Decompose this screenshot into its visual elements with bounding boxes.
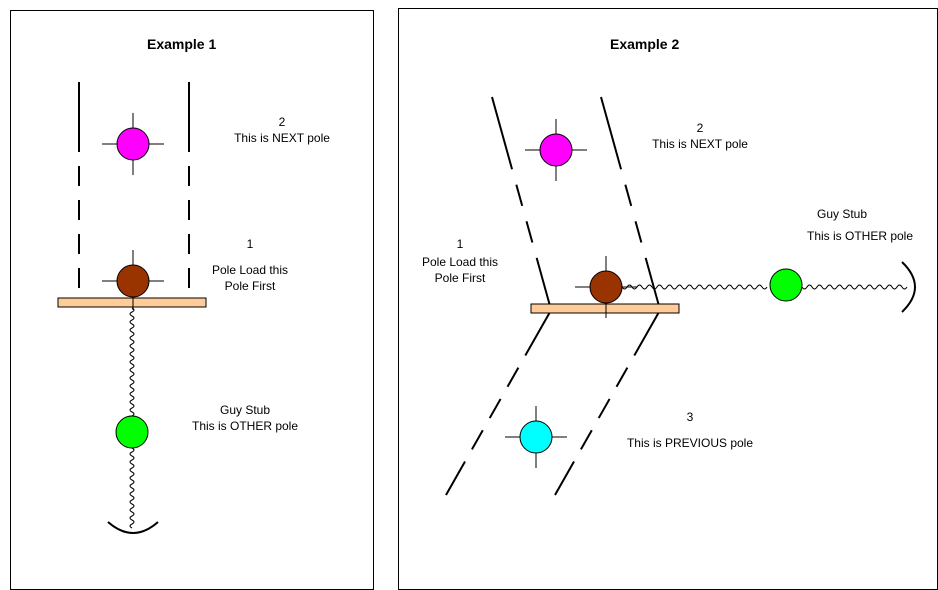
ex1-crossarm	[57, 297, 207, 308]
ex1-other-pole	[115, 415, 149, 449]
ex2-anchor-arc	[901, 261, 916, 313]
ex2-first-pole	[575, 256, 637, 318]
ex2-previous-pole-text: This is PREVIOUS pole	[626, 436, 754, 450]
ex1-next-pole-number: 2	[278, 115, 286, 129]
ex1-other-pole-line1: Guy Stub	[219, 403, 271, 417]
ex2-next-pole	[525, 119, 587, 181]
ex2-previous-pole-number: 3	[686, 410, 694, 424]
ex2-previous-pole	[505, 406, 567, 468]
ex2-other-pole	[769, 268, 803, 302]
ex2-title: Example 2	[610, 36, 680, 52]
ex1-other-pole-line2: This is OTHER pole	[191, 419, 299, 433]
ex1-first-pole-line2: Pole First	[224, 279, 276, 293]
ex2-guy-spring-left	[621, 284, 768, 290]
example-2-panel	[398, 8, 938, 590]
ex1-first-pole-number: 1	[246, 237, 254, 251]
ex1-first-pole	[102, 250, 164, 310]
ex2-next-pole-number: 2	[696, 121, 704, 135]
ex1-next-pole-text: This is NEXT pole	[234, 131, 330, 145]
ex1-next-pole-label: 2 This is NEXT pole	[212, 114, 352, 146]
ex1-guy-spring-upper	[129, 307, 135, 417]
ex2-span-lines	[445, 96, 660, 496]
ex2-first-pole-line2: Pole First	[434, 271, 486, 285]
ex1-first-pole-label: 1 Pole Load this Pole First	[195, 236, 305, 294]
ex2-first-pole-line1: Pole Load this	[421, 255, 499, 269]
ex1-guy-spring-lower	[129, 447, 135, 529]
ex1-next-pole	[102, 113, 164, 175]
ex2-guy-spring-right	[801, 284, 908, 290]
ex2-other-pole-line1: Guy Stub	[816, 207, 868, 221]
ex2-previous-pole-label: 3 This is PREVIOUS pole	[610, 409, 770, 451]
ex1-span-lines	[78, 82, 190, 288]
ex2-next-pole-label: 2 This is NEXT pole	[630, 120, 770, 152]
ex2-other-pole-line2: This is OTHER pole	[806, 229, 914, 243]
ex2-first-pole-number: 1	[456, 237, 464, 251]
ex1-other-pole-label: Guy Stub This is OTHER pole	[180, 402, 310, 434]
ex1-first-pole-line1: Pole Load this	[211, 263, 289, 277]
ex1-title: Example 1	[147, 36, 217, 52]
ex1-anchor-arc	[107, 521, 159, 534]
ex2-crossarm	[530, 303, 680, 314]
ex2-first-pole-label: 1 Pole Load this Pole First	[410, 236, 510, 286]
ex2-next-pole-text: This is NEXT pole	[652, 137, 748, 151]
ex2-other-pole-label: Guy Stub This is OTHER pole	[790, 206, 930, 244]
